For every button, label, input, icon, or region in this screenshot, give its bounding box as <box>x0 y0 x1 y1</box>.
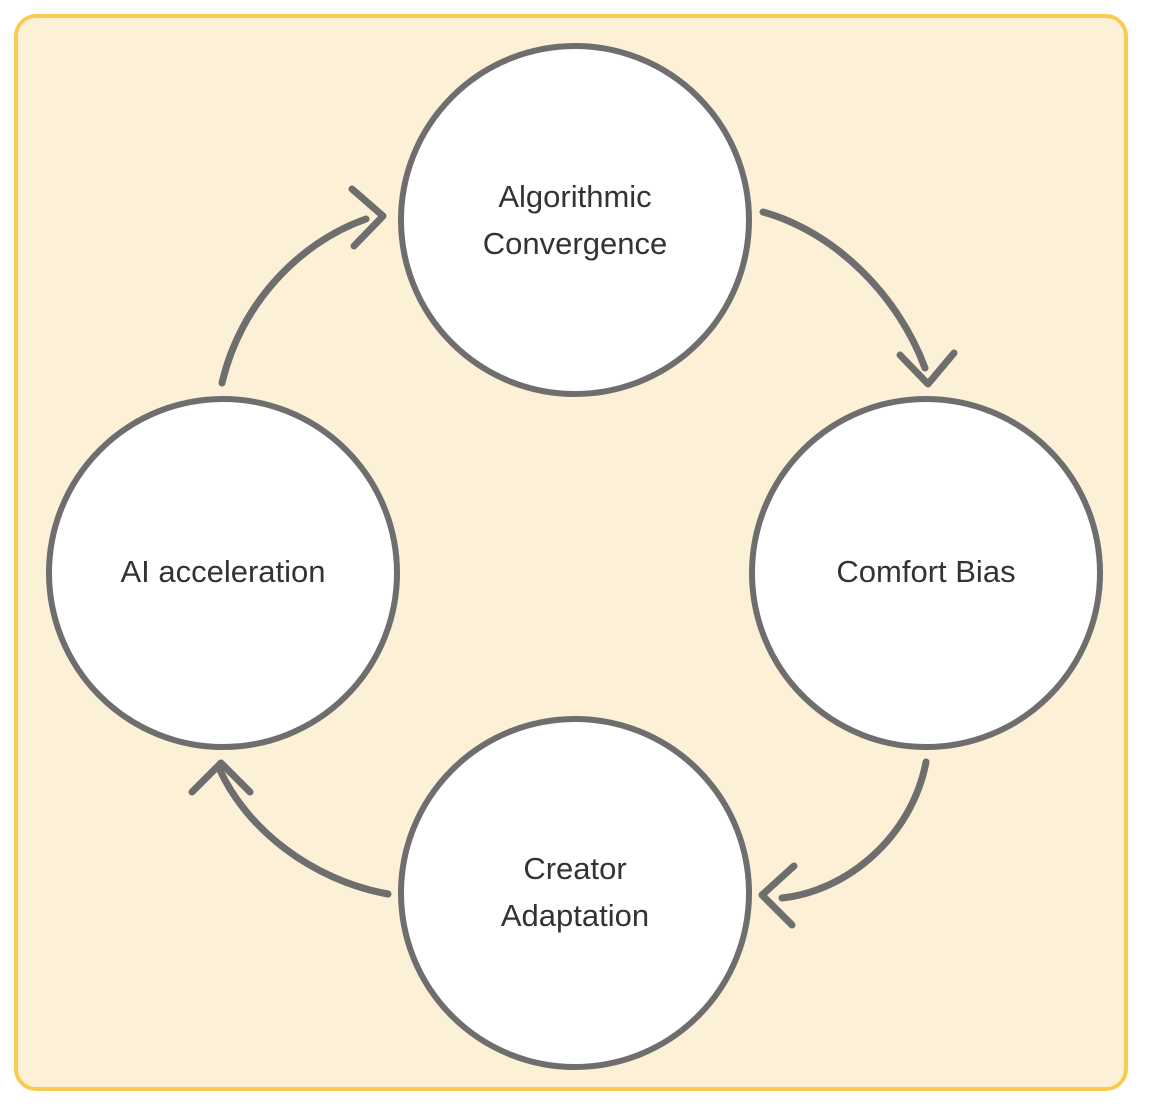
node-algorithmic-convergence-circle[interactable] <box>398 43 752 397</box>
edge-comfort-to-creator-line <box>778 758 930 902</box>
node-comfort-bias-circle[interactable] <box>749 396 1103 750</box>
node-comfort-bias-label-line1: Comfort Bias <box>836 554 1015 589</box>
node-creator-adaptation-label-line1: Creator <box>523 851 626 886</box>
node-algorithmic-convergence-label-line2: Convergence <box>483 226 667 261</box>
node-algorithmic-convergence-label-line1: Algorithmic <box>498 179 651 214</box>
edge-creator-to-ai-line <box>215 764 392 898</box>
edge-creator-to-ai-arrowhead <box>188 759 254 796</box>
node-creator-adaptation-label-line2: Adaptation <box>501 898 649 933</box>
node-comfort-bias[interactable]: Comfort Bias <box>749 396 1103 750</box>
edge-convergence-to-comfort-arrowhead <box>896 349 958 388</box>
edge-ai-to-convergence-line <box>218 215 370 387</box>
edge-comfort-to-creator <box>758 758 930 929</box>
edge-creator-to-ai <box>188 759 392 898</box>
node-ai-acceleration-label-line1: AI acceleration <box>120 554 325 589</box>
edge-comfort-to-creator-arrowhead <box>758 862 798 929</box>
node-ai-acceleration[interactable]: AI acceleration <box>46 396 400 750</box>
node-algorithmic-convergence[interactable]: Algorithmic Convergence <box>398 43 752 397</box>
edge-ai-to-convergence <box>218 185 387 387</box>
edge-convergence-to-comfort-line <box>759 208 929 372</box>
node-creator-adaptation[interactable]: Creator Adaptation <box>398 716 752 1070</box>
node-creator-adaptation-circle[interactable] <box>398 716 752 1070</box>
edge-ai-to-convergence-arrowhead <box>348 185 387 250</box>
edge-convergence-to-comfort <box>759 208 958 388</box>
node-ai-acceleration-circle[interactable] <box>46 396 400 750</box>
